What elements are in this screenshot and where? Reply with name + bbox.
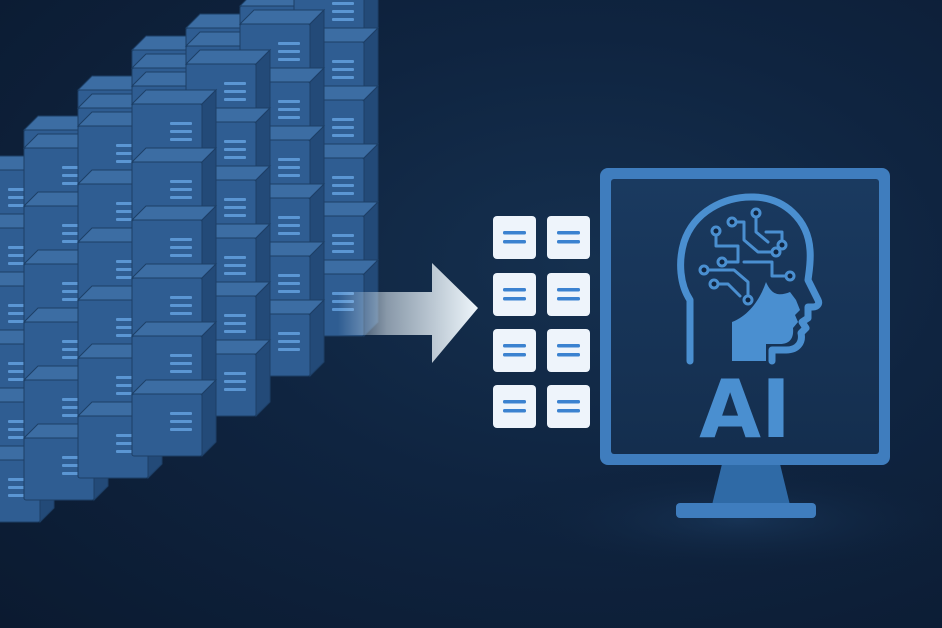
document-card xyxy=(547,273,590,316)
document-card xyxy=(547,329,590,372)
floor-glow xyxy=(480,460,942,580)
ai-head-circuit-icon xyxy=(677,193,823,365)
document-card xyxy=(493,329,536,372)
ai-label: AI xyxy=(699,363,791,456)
document-card xyxy=(547,385,590,428)
document-card xyxy=(547,216,590,259)
document-card xyxy=(493,216,536,259)
document-card xyxy=(493,273,536,316)
document-chunks-icon xyxy=(493,216,590,428)
ai-monitor: AI xyxy=(600,168,890,518)
document-card xyxy=(493,385,536,428)
right-arrow-icon xyxy=(338,263,478,363)
monitor-stand xyxy=(712,464,790,505)
server-block xyxy=(130,378,218,458)
monitor-base xyxy=(676,503,816,518)
data-cube-icon xyxy=(0,0,380,524)
